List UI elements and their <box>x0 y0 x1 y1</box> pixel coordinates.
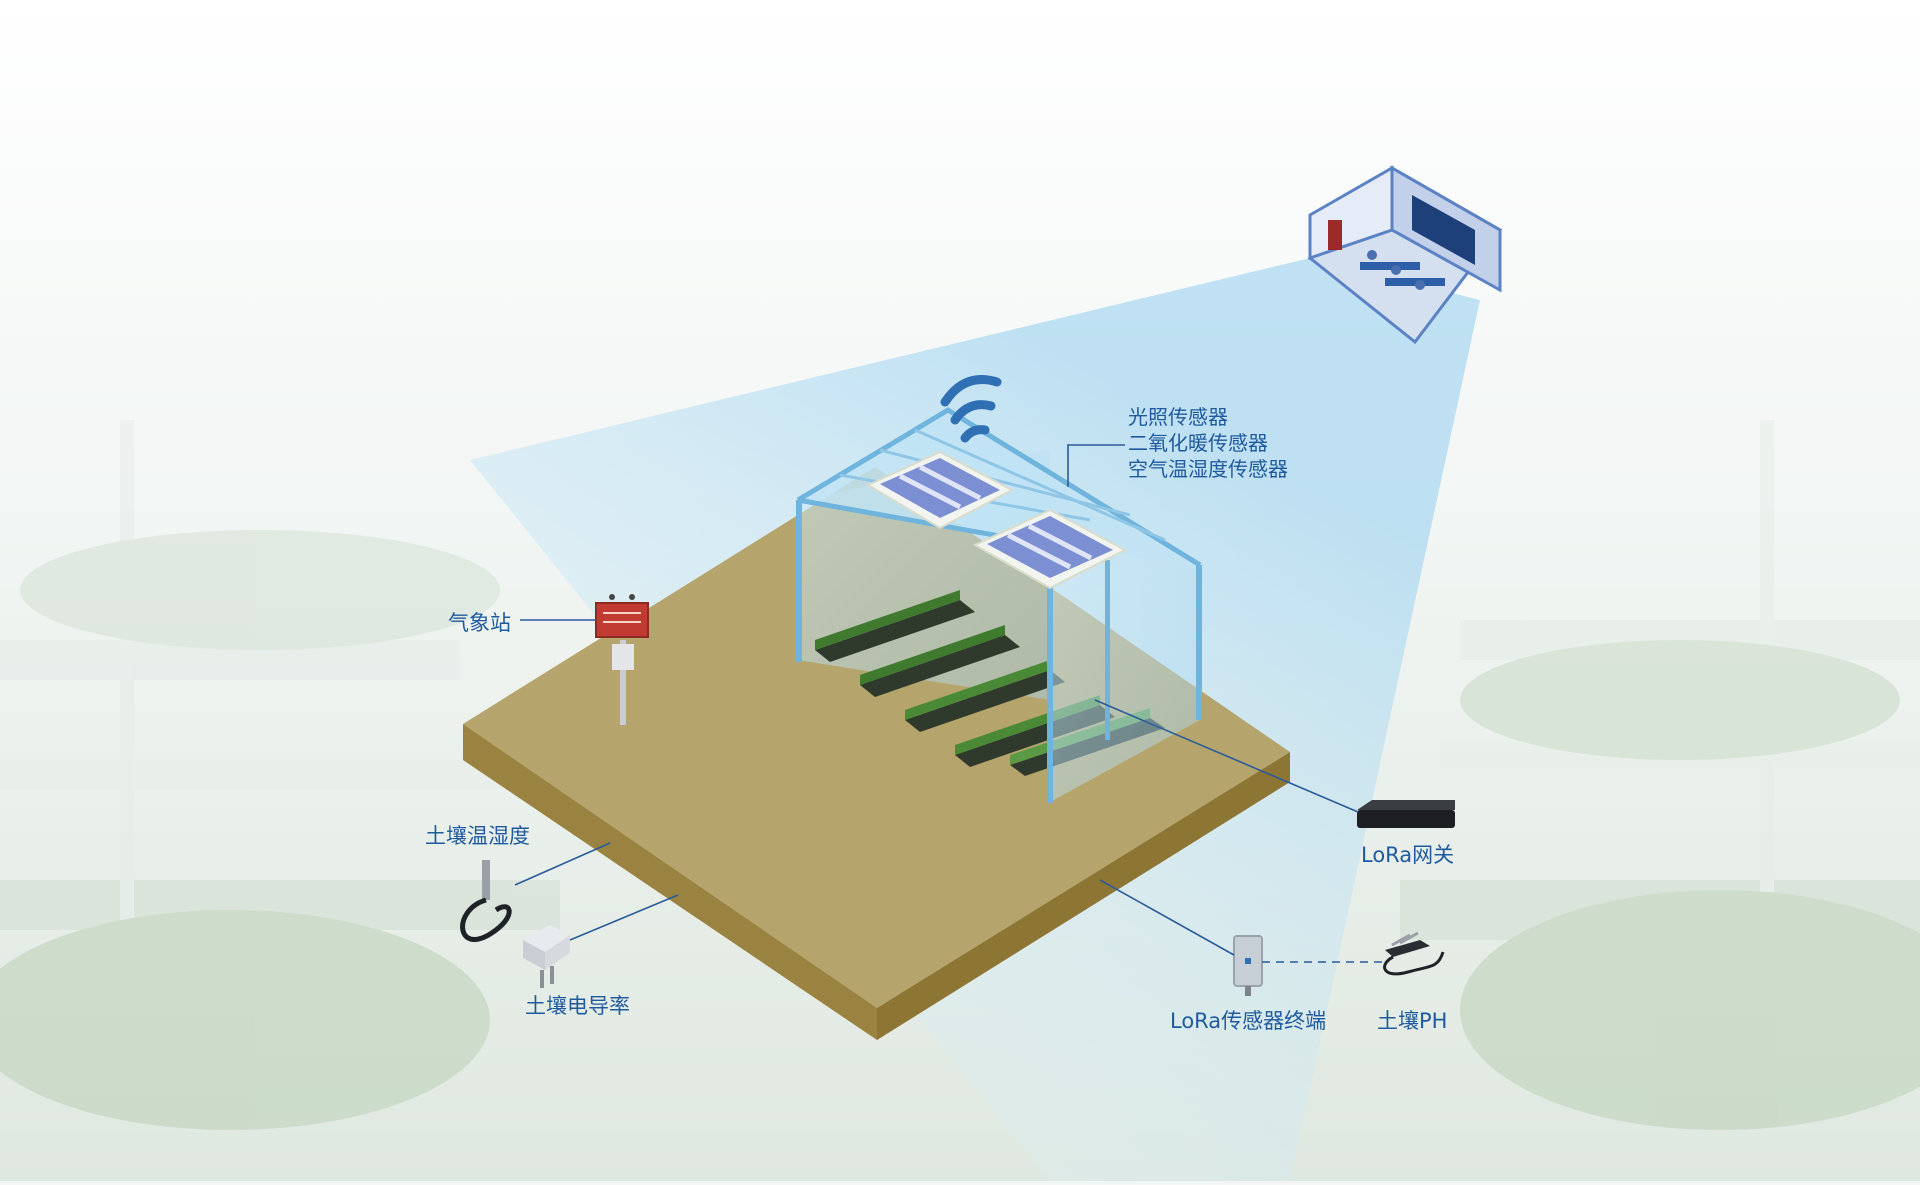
control-room-icon <box>1307 165 1503 345</box>
leader-lines <box>514 444 1385 963</box>
label-soil-conductivity: 土壤电导率 <box>525 994 630 1018</box>
wifi-signal-icon <box>940 375 1002 443</box>
sensor-label-group: 光照传感器 二氧化暖传感器 空气温湿度传感器 <box>1128 406 1288 481</box>
weather-station-icon <box>595 594 649 725</box>
label-light-sensor: 光照传感器 <box>1128 405 1228 429</box>
leader-soil-probe <box>514 842 611 886</box>
leader-terminal <box>1099 879 1235 956</box>
lora-terminal-icon <box>1233 935 1263 996</box>
soil-plot <box>463 467 1290 1040</box>
label-soil-ph: 土壤PH <box>1377 1009 1448 1033</box>
label-air-temp-humidity-sensor: 空气温湿度传感器 <box>1128 457 1288 481</box>
conductivity-sensor-icon <box>523 925 570 988</box>
label-soil-temp-humidity: 土壤温湿度 <box>425 824 530 848</box>
background-shelves <box>0 420 1920 1130</box>
greenhouse <box>796 407 1202 803</box>
solar-panels <box>865 450 1128 590</box>
soil-probe-icon <box>460 860 512 942</box>
label-co2-sensor: 二氧化暖传感器 <box>1128 431 1268 455</box>
leader-sensors <box>1067 444 1125 487</box>
leader-gateway <box>1094 699 1359 813</box>
leader-conductivity <box>569 894 679 941</box>
ph-probe-icon <box>1383 931 1445 976</box>
lora-gateway-icon <box>1357 800 1455 828</box>
label-lora-gateway: LoRa网关 <box>1361 843 1455 867</box>
label-weather-station: 气象站 <box>448 611 511 635</box>
label-lora-terminal: LoRa传感器终端 <box>1170 1009 1327 1033</box>
